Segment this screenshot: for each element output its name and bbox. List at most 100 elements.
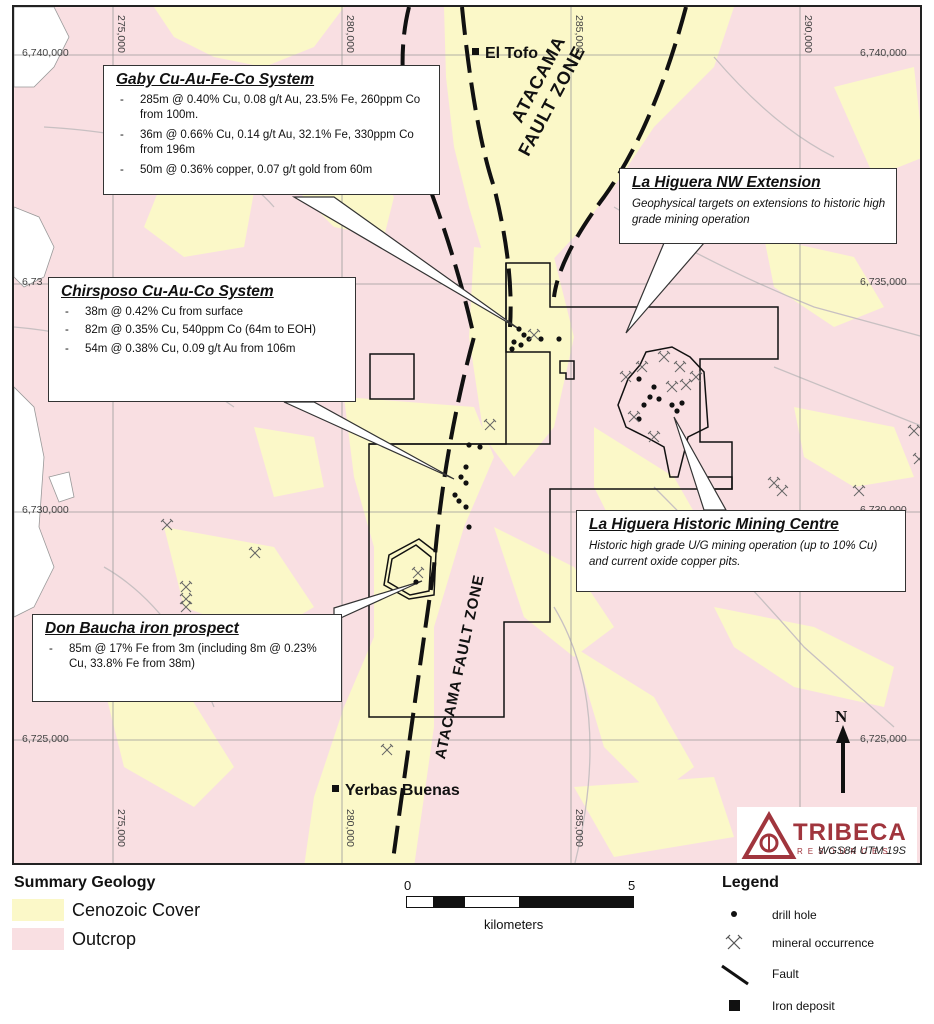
northing-label: 6,740,000 [22,47,69,59]
callout-list: 85m @ 17% Fe from 3m (including 8m @ 0.2… [45,642,331,673]
mineral-occurrence [179,600,193,613]
legend-title: Legend [722,874,779,891]
cenozoic-swatch [12,899,64,921]
mineral-occurrence [160,518,174,531]
drill-hole [521,332,527,338]
mineral-occurrence [635,360,649,373]
mineral-occurrence [647,430,661,443]
logo-triangle-icon [741,811,797,859]
drill-hole [556,336,562,342]
datum-label: WGS84 UTM 19S [817,845,906,857]
legend-item-fault: Fault [720,964,920,986]
mineral-occurrence [689,370,703,383]
easting-label: 275,000 [115,15,127,53]
mineral-occurrence-icon [725,934,743,950]
northing-label: 6,735,000 [860,276,907,288]
mineral-occurrence [775,484,789,497]
easting-label: 275,000 [115,809,127,847]
mineral-occurrence [411,566,425,579]
callout-title: Don Baucha iron prospect [45,620,239,637]
drill-hole [463,464,469,470]
easting-label: 280,000 [344,809,356,847]
legend-item-drill-hole: drill hole [720,905,920,927]
outcrop-label: Outcrop [72,929,137,949]
north-arrow-icon [836,725,850,793]
callout-don-baucha: Don Baucha iron prospect 85m @ 17% Fe fr… [32,614,342,702]
drill-hole [477,444,483,450]
easting-label: 285,000 [573,809,585,847]
callout-item: 54m @ 0.38% Cu, 0.09 g/t Au from 106m [61,342,345,358]
north-arrow: N [832,707,854,802]
scale-segment [464,896,520,908]
drill-hole [458,474,464,480]
place-name: Yerbas Buenas [345,782,460,799]
northing-label: 6,73 [22,276,43,288]
mineral-occurrence [619,370,633,383]
drill-hole [538,336,544,342]
callout-item: 85m @ 17% Fe from 3m (including 8m @ 0.2… [45,642,331,673]
scale-segment [406,896,434,908]
drill-hole [463,504,469,510]
drill-hole [656,396,662,402]
place-yerbas-buenas: Yerbas Buenas [332,782,460,800]
iron-deposit-marker [332,785,339,793]
drill-hole [466,524,472,530]
legend-label: Iron deposit [772,999,835,1013]
mineral-occurrence [248,546,262,559]
callout-item: 38m @ 0.42% Cu from surface [61,305,345,321]
callout-item: 285m @ 0.40% Cu, 0.08 g/t Au, 23.5% Fe, … [116,93,429,124]
legend-label: mineral occurrence [772,936,875,950]
callout-title: La Higuera Historic Mining Centre [589,516,839,533]
mineral-occurrence [673,360,687,373]
point-features [160,326,920,756]
drill-hole [511,339,517,345]
cenozoic-label: Cenozoic Cover [72,900,201,920]
drill-hole [526,336,532,342]
callout-description: Geophysical targets on extensions to his… [632,197,886,226]
legend-label: Fault [772,967,799,981]
tribeca-logo: TRIBECA RESOURCES [737,807,917,863]
drill-hole [669,402,675,408]
iron-deposit-marker [472,48,479,56]
scale-bar: 0 5 kilometers [404,878,636,938]
mineral-occurrence [907,424,920,437]
callout-title: La Higuera NW Extension [632,174,821,191]
fault-line-icon [721,964,749,986]
north-label: N [835,707,848,726]
place-name: El Tofo [485,45,539,62]
drill-hole [466,442,472,448]
ocean-areas [14,7,75,618]
callout-leaders [283,196,728,622]
summary-geology-title: Summary Geology [14,874,156,891]
drill-hole [674,408,680,414]
place-el-tofo: El Tofo [472,45,538,63]
drill-hole [647,394,653,400]
logo-subtitle: RESOURCES [797,847,893,856]
drill-hole [516,326,522,332]
drill-hole [509,346,515,352]
drill-hole [651,384,657,390]
scale-segment [520,896,634,908]
callout-description: Historic high grade U/G mining operation… [589,539,878,568]
legend-label: drill hole [772,908,817,922]
scale-segment [434,896,464,908]
mineral-occurrence [679,378,693,391]
northing-label: 6,725,000 [860,733,907,745]
legend-item-iron-deposit: Iron deposit [720,996,920,1018]
callout-chirsposo: Chirsposo Cu-Au-Co System 38m @ 0.42% Cu… [48,277,356,402]
drill-hole [452,492,458,498]
northing-label: 6,730,000 [22,504,69,516]
drill-hole [413,579,419,585]
callout-title: Gaby Cu-Au-Fe-Co System [116,71,315,88]
callout-title: Chirsposo Cu-Au-Co System [61,283,274,300]
drill-hole [456,498,462,504]
tenement-boundaries [368,262,779,718]
easting-label: 280,000 [344,15,356,53]
iron-deposit-icon [729,1000,740,1011]
mineral-occurrence [852,484,866,497]
legend-item-mineral-occurrence: mineral occurrence [720,933,920,955]
drill-hole [679,400,685,406]
callout-list: 38m @ 0.42% Cu from surface 82m @ 0.35% … [61,305,345,358]
callout-item: 82m @ 0.35% Cu, 540ppm Co (64m to EOH) [61,323,345,339]
outcrop-swatch [12,928,64,950]
